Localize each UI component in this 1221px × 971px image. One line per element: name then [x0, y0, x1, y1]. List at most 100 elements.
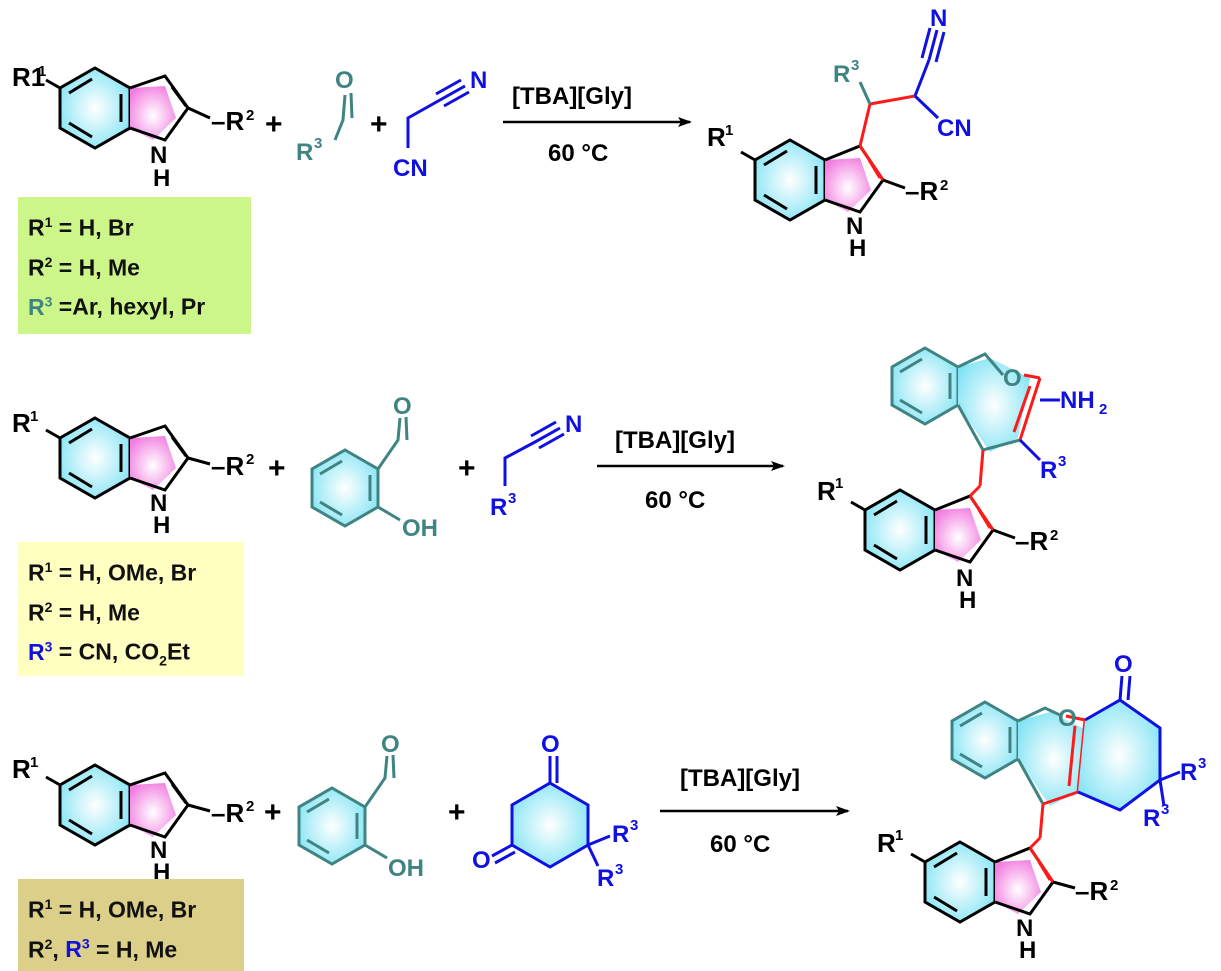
svg-text:–R: –R — [905, 176, 938, 206]
svg-text:N: N — [930, 5, 947, 32]
svg-text:+: + — [268, 452, 286, 485]
svg-text:H: H — [1019, 937, 1036, 964]
svg-text:3: 3 — [1058, 453, 1066, 470]
svg-text:[TBA][Gly]: [TBA][Gly] — [680, 765, 800, 792]
box2-line-3: R3 = CN, CO2Et — [28, 638, 190, 669]
svg-text:O: O — [1114, 651, 1133, 678]
box3-line-1: R1 = H, OMe, Br — [28, 896, 197, 923]
svg-text:O: O — [541, 731, 560, 758]
svg-text:H: H — [849, 235, 866, 262]
svg-text:H: H — [959, 587, 976, 614]
svg-text:1: 1 — [30, 408, 38, 425]
svg-text:R: R — [12, 408, 31, 438]
svg-text:N: N — [470, 67, 487, 94]
svg-text:O: O — [381, 731, 400, 758]
svg-text:R: R — [597, 865, 614, 892]
svg-text:CN: CN — [393, 155, 428, 182]
svg-text:R: R — [490, 494, 507, 521]
box1-line-2: R2 = H, Me — [28, 253, 140, 281]
svg-text:N: N — [956, 565, 973, 592]
row2-indole: R 1 N H –R 2 — [12, 408, 254, 539]
svg-text:3: 3 — [1198, 755, 1206, 772]
product2: O NH 2 R 3 R 1 N H –R 2 — [817, 346, 1107, 614]
salicylaldehyde-1: O OH — [310, 393, 438, 542]
svg-text:–R: –R — [1075, 876, 1108, 906]
svg-text:O: O — [335, 67, 354, 94]
svg-text:N: N — [150, 490, 167, 517]
svg-text:N: N — [150, 837, 167, 864]
svg-text:+: + — [264, 796, 282, 829]
temp-1: 60 °C — [548, 140, 608, 167]
svg-text:–R: –R — [211, 451, 244, 481]
svg-text:+: + — [448, 796, 466, 829]
svg-text:2: 2 — [246, 107, 254, 124]
svg-text:1: 1 — [895, 827, 903, 844]
svg-text:1: 1 — [30, 754, 38, 771]
substituent-box-3: R1 = H, OMe, Br R2, R3 = H, Me — [18, 879, 244, 971]
svg-text:O: O — [472, 847, 491, 874]
aldehyde: O R 3 — [296, 67, 354, 166]
svg-text:2: 2 — [1099, 401, 1107, 418]
substituent-box-2: R1 = H, OMe, Br R2 = H, Me R3 = CN, CO2E… — [18, 542, 244, 676]
reagent-1: [TBA][Gly] — [512, 83, 632, 110]
svg-text:3: 3 — [630, 817, 638, 834]
svg-text:3: 3 — [851, 57, 859, 74]
cyanoacetate: N R 3 — [490, 411, 582, 521]
svg-text:O: O — [1058, 705, 1077, 732]
svg-text:N: N — [150, 142, 167, 169]
product3: O O R 3 R 3 R 1 N H –R — [877, 651, 1206, 964]
svg-text:OH: OH — [402, 515, 438, 542]
svg-text:R: R — [1180, 759, 1197, 786]
svg-text:NH: NH — [1060, 387, 1095, 414]
svg-text:2: 2 — [1110, 877, 1118, 894]
row2: R 1 N H –R 2 + O OH + N R 3 [TBA][Gly] 6… — [12, 346, 1107, 614]
svg-text:–R: –R — [211, 106, 244, 136]
svg-text:H: H — [153, 165, 170, 192]
svg-text:R: R — [12, 754, 31, 784]
svg-text:1: 1 — [725, 122, 733, 139]
svg-text:N: N — [565, 411, 582, 438]
svg-text:R: R — [612, 821, 629, 848]
svg-text:3: 3 — [314, 135, 322, 152]
svg-text:3: 3 — [615, 861, 623, 878]
plus-1: + — [265, 108, 283, 141]
malononitrile: N CN — [393, 67, 487, 182]
svg-text:60 °C: 60 °C — [710, 831, 770, 858]
svg-text:1: 1 — [38, 63, 46, 80]
svg-text:[TBA][Gly]: [TBA][Gly] — [615, 427, 735, 454]
svg-text:R: R — [877, 828, 896, 858]
svg-text:R: R — [1040, 457, 1057, 484]
box2-line-1: R1 = H, OMe, Br — [28, 559, 197, 586]
substituent-box-1: R1 = H, Br R2 = H, Me R3 =Ar, hexyl, Pr — [18, 197, 251, 334]
svg-text:2: 2 — [1050, 527, 1058, 544]
svg-text:–R: –R — [1015, 526, 1048, 556]
box3-line-2: R2, R3 = H, Me — [28, 935, 178, 963]
svg-text:N: N — [846, 213, 863, 240]
svg-text:R: R — [707, 122, 726, 152]
svg-text:3: 3 — [508, 490, 516, 507]
svg-text:+: + — [370, 108, 388, 141]
svg-text:+: + — [458, 452, 476, 485]
row1: R1 1 N H –R 2 + O R 3 + N CN [TBA][Gly] … — [12, 5, 972, 262]
svg-text:O: O — [1003, 365, 1022, 392]
svg-text:N: N — [1016, 915, 1033, 942]
row3-indole: R 1 N H –R 2 — [12, 754, 254, 886]
row1-indole: R1 1 N H –R 2 — [12, 62, 254, 192]
svg-text:1: 1 — [835, 475, 843, 492]
svg-text:OH: OH — [388, 855, 424, 882]
salicylaldehyde-2: O OH — [297, 731, 424, 882]
svg-text:CN: CN — [937, 115, 972, 142]
svg-text:2: 2 — [246, 798, 254, 815]
box1-line-1: R1 = H, Br — [28, 214, 134, 241]
svg-text:3: 3 — [1161, 801, 1169, 818]
box2-line-2: R2 = H, Me — [28, 598, 140, 626]
svg-text:O: O — [393, 393, 412, 420]
product1: N CN R 3 R 1 N H –R 2 — [707, 5, 972, 262]
svg-text:R: R — [817, 476, 836, 506]
svg-text:R: R — [296, 139, 313, 166]
svg-text:60 °C: 60 °C — [645, 487, 705, 514]
box1-line-3: R3 =Ar, hexyl, Pr — [28, 293, 206, 320]
svg-text:2: 2 — [940, 177, 948, 194]
svg-text:2: 2 — [246, 451, 254, 468]
